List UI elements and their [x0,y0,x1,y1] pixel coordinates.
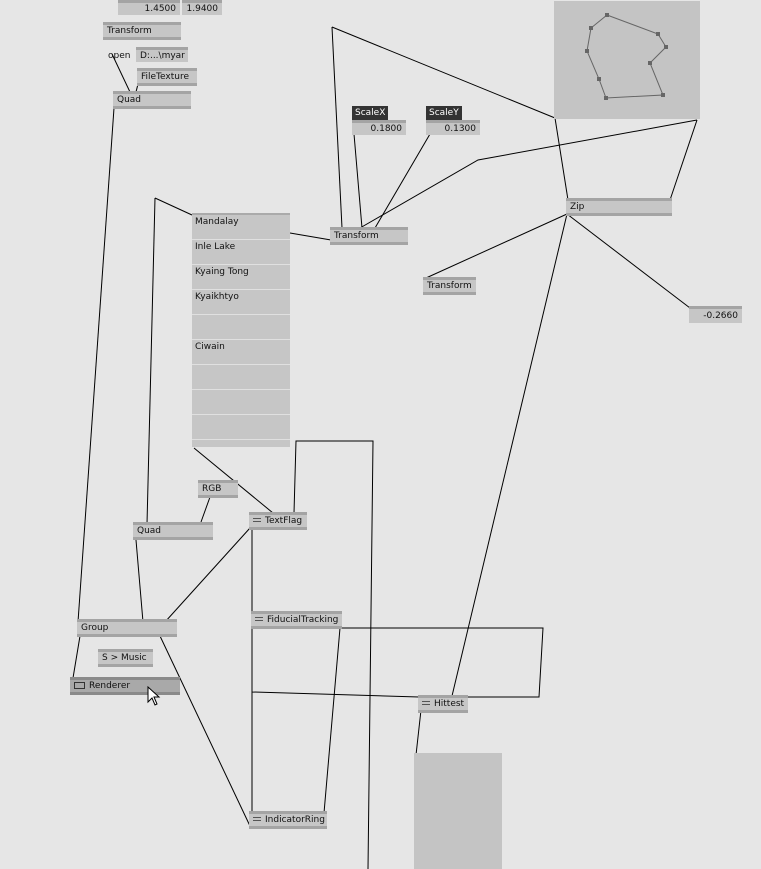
scale-x-label: ScaleX [352,106,389,120]
arrow-pointer-icon [147,686,161,706]
list-item[interactable]: Kyaikhtyo [192,290,290,315]
list-item[interactable] [192,315,290,340]
list-item[interactable]: Inle Lake [192,240,290,265]
quad-mid-node[interactable]: Quad [133,522,213,540]
window-icon [74,682,85,689]
scale-y-value[interactable]: 0.1300 [426,120,480,135]
list-item[interactable]: Mandalay [192,215,290,240]
hittest-node[interactable]: Hittest [418,695,468,713]
value-box-a[interactable]: 1.4500 [118,0,180,15]
transform-top-node[interactable]: Transform [103,22,181,40]
list-item[interactable] [192,415,290,440]
renderer-node[interactable]: Renderer [70,677,180,695]
group-node[interactable]: Group [77,619,177,637]
renderer-preview[interactable] [554,1,700,119]
file-texture-node[interactable]: FileTexture [137,68,197,86]
music-send-node[interactable]: S > Music [98,649,153,667]
zip-output-value[interactable]: -0.2660 [689,306,742,323]
transform-right-node[interactable]: Transform [423,277,476,295]
menu-lines-icon [253,517,261,524]
list-item[interactable] [192,390,290,415]
fiducial-tracking-node[interactable]: FiducialTracking [251,611,342,629]
city-list[interactable]: Mandalay Inle Lake Kyaing Tong Kyaikhtyo… [192,213,290,447]
output-preview[interactable] [414,753,502,869]
list-item[interactable]: Ciwain [192,340,290,365]
indicator-ring-node[interactable]: IndicatorRing [249,811,327,829]
menu-lines-icon [253,816,261,823]
list-item[interactable] [192,365,290,390]
scale-x-value[interactable]: 0.1800 [352,120,406,135]
file-path-input[interactable]: D:...\myar [136,47,188,62]
list-item[interactable]: Kyaing Tong [192,265,290,290]
rgb-node[interactable]: RGB [198,480,238,498]
menu-lines-icon [422,700,430,707]
transform-mid-node[interactable]: Transform [330,227,408,245]
value-box-b[interactable]: 1.9400 [182,0,222,15]
scale-y-label: ScaleY [426,106,462,120]
open-label: open [108,51,131,61]
text-flag-node[interactable]: TextFlag [249,512,307,530]
quad-top-node[interactable]: Quad [113,91,191,109]
zip-node[interactable]: Zip [566,198,672,216]
menu-lines-icon [255,616,263,623]
shape-preview [585,13,668,100]
